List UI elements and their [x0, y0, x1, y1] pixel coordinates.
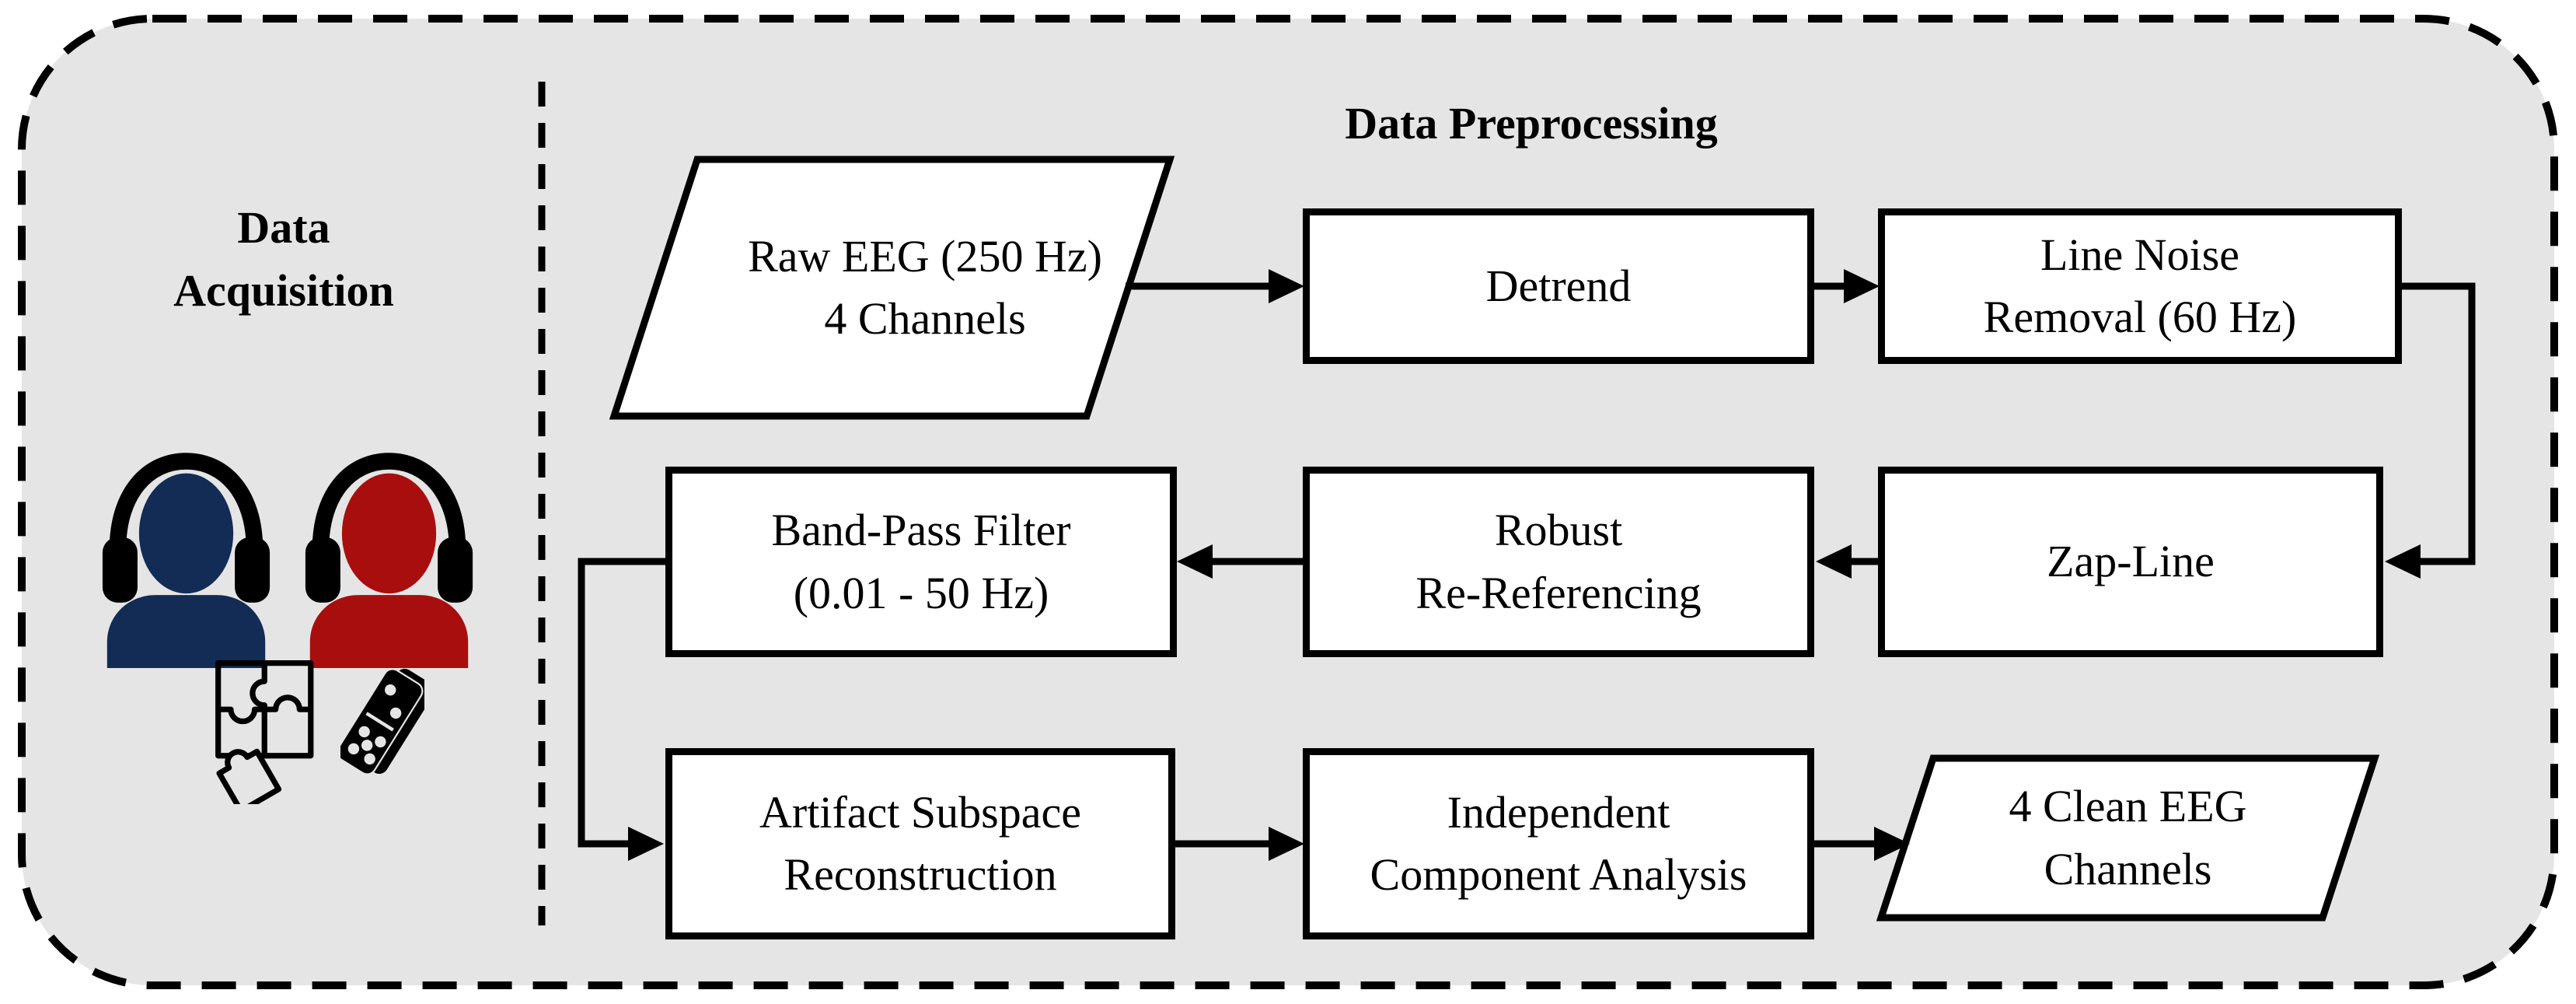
- arrowhead-into-bandpass: [1177, 544, 1213, 579]
- raw-eeg-line1: Raw EEG (250 Hz): [748, 230, 1102, 282]
- data-acquisition-title-line1: Data: [237, 202, 330, 253]
- arrowhead-into-zapline: [2385, 544, 2421, 579]
- clean-eeg-line2: Channels: [2044, 843, 2212, 894]
- robust-line1: Robust: [1494, 505, 1623, 556]
- domino-tile-icon: [340, 668, 424, 775]
- arrowhead-into-asr: [628, 827, 664, 861]
- arrowhead-into-ica: [1269, 827, 1304, 861]
- node-robust-rereferencing: Robust Re-Referencing: [1303, 467, 1814, 657]
- arrowhead-into-linenoise: [1844, 269, 1880, 303]
- clean-eeg-line1: 4 Clean EEG: [2009, 781, 2247, 832]
- robust-line2: Re-Referencing: [1415, 567, 1702, 618]
- flow-connectors: [578, 282, 2476, 848]
- asr-line2: Reconstruction: [784, 849, 1057, 900]
- data-acquisition-title-line2: Acquisition: [173, 265, 394, 317]
- line-noise-line1: Line Noise: [2040, 229, 2240, 280]
- ica-line1: Independent: [1447, 786, 1670, 838]
- arrowhead-into-detrend: [1269, 269, 1304, 303]
- node-detrend: Detrend: [1303, 208, 1814, 364]
- person-headphones-blue-icon: [102, 453, 271, 668]
- arrowhead-into-clean: [1874, 827, 1910, 861]
- flow-arrowheads: [628, 269, 2421, 861]
- raw-eeg-line2: 4 Channels: [824, 293, 1026, 344]
- node-raw-eeg-label: Raw EEG (250 Hz) 4 Channels: [700, 202, 1150, 373]
- detrend-line1: Detrend: [1485, 260, 1632, 311]
- puzzle-pieces-icon: [215, 660, 314, 804]
- data-acquisition-title: Data Acquisition: [47, 196, 521, 322]
- node-zap-line: Zap-Line: [1878, 467, 2383, 657]
- band-pass-line2: (0.01 - 50 Hz): [793, 567, 1049, 618]
- node-clean-eeg-shape: [1876, 754, 2380, 922]
- connector-bandpass-to-asr: [578, 558, 670, 848]
- zap-line-line1: Zap-Line: [2047, 536, 2215, 587]
- node-clean-eeg-label: 4 Clean EEG Channels: [1947, 774, 2309, 902]
- band-pass-line1: Band-Pass Filter: [771, 505, 1071, 556]
- line-noise-line2: Removal (60 Hz): [1983, 292, 2297, 342]
- connector-linenoise-to-zapline: [2398, 282, 2476, 565]
- node-raw-eeg-shape: [609, 156, 1175, 420]
- ica-line2: Component Analysis: [1370, 849, 1747, 900]
- data-preprocessing-title: Data Preprocessing: [1026, 92, 2037, 155]
- node-artifact-subspace-reconstruction: Artifact Subspace Reconstruction: [665, 748, 1175, 939]
- arrowhead-into-robust: [1816, 544, 1852, 579]
- node-independent-component-analysis: Independent Component Analysis: [1303, 748, 1814, 939]
- asr-line1: Artifact Subspace: [759, 786, 1081, 838]
- node-line-noise-removal: Line Noise Removal (60 Hz): [1878, 208, 2402, 364]
- node-band-pass-filter: Band-Pass Filter (0.01 - 50 Hz): [665, 467, 1177, 657]
- person-headphones-red-icon: [305, 453, 473, 668]
- data-preprocessing-title-text: Data Preprocessing: [1345, 98, 1718, 149]
